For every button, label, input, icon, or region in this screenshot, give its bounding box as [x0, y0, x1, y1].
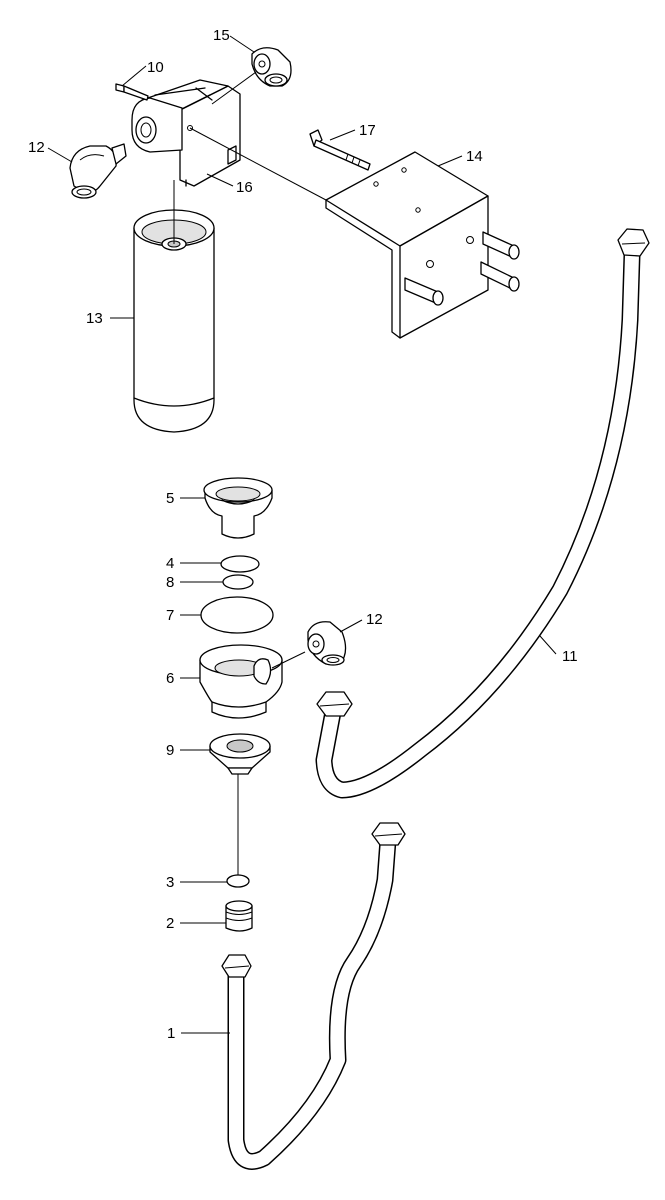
part-4-o-ring: [220, 555, 260, 573]
part-15-elbow: [251, 47, 292, 87]
callout-13: 13: [86, 310, 103, 327]
callout-6: 6: [166, 670, 174, 687]
callout-15: 15: [213, 27, 230, 44]
part-11-hose: [315, 228, 650, 799]
part-1-hose: [221, 822, 406, 1170]
callout-10: 10: [147, 59, 164, 76]
part-16-filter-head: [131, 79, 241, 187]
callout-17: 17: [359, 122, 376, 139]
callout-12-mid: 12: [366, 611, 383, 628]
callout-leaders: [47, 35, 557, 1034]
part-14-bracket: [325, 151, 520, 339]
callout-7: 7: [166, 607, 174, 624]
part-12-elbow-mid: [307, 621, 347, 666]
part-8-o-ring: [222, 574, 254, 590]
part-9-adapter: [209, 733, 271, 775]
part-7-gasket: [200, 596, 274, 634]
part-17-bolt: [309, 129, 371, 171]
part-10-screw: [115, 83, 149, 101]
callout-11: 11: [562, 648, 578, 665]
callout-5: 5: [166, 490, 174, 507]
callout-16: 16: [236, 179, 253, 196]
callout-14: 14: [466, 148, 483, 165]
callout-2: 2: [166, 915, 174, 932]
part-12-elbow-top: [69, 143, 127, 199]
callout-12-top: 12: [28, 139, 45, 156]
callout-1: 1: [167, 1025, 175, 1042]
callout-labels: 1 2 3 9 6 7 8 4 5 13 12 15 10 16 14 17 1…: [28, 27, 578, 1042]
callout-8: 8: [166, 574, 174, 591]
part-3-washer: [226, 874, 250, 888]
part-6-bowl: [199, 644, 306, 719]
callout-4: 4: [166, 555, 174, 572]
part-2-fitting: [225, 900, 253, 932]
callout-3: 3: [166, 874, 174, 891]
callout-9: 9: [166, 742, 174, 759]
part-5-cap: [203, 477, 273, 539]
assembly-centerlines: [173, 71, 327, 875]
